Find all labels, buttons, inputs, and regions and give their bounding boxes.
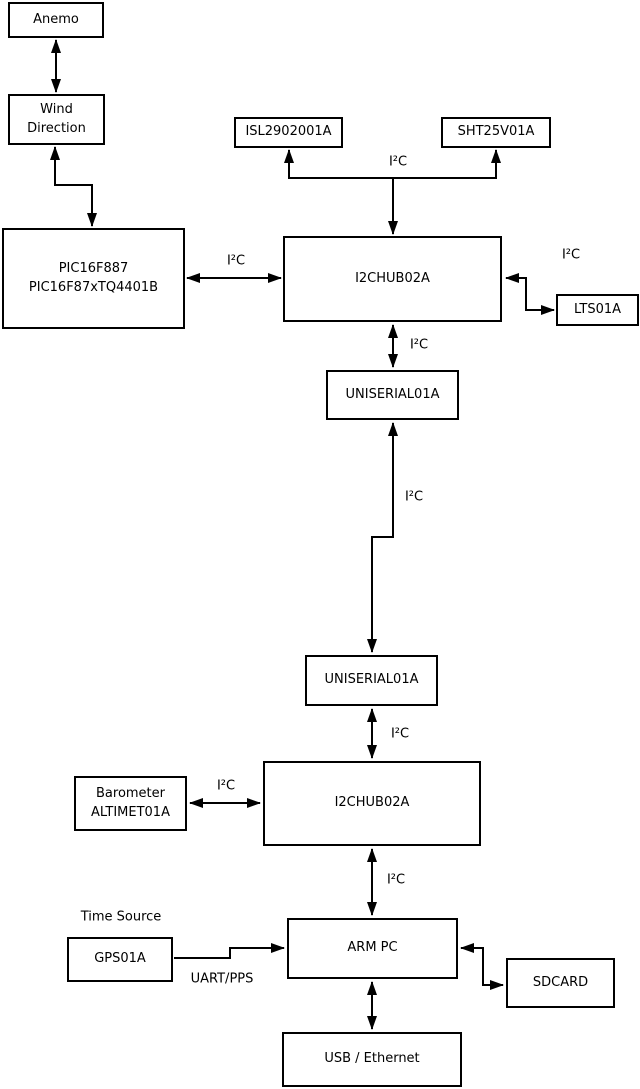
- edge-armpc-sdcard: [460, 943, 504, 990]
- edge-label-i2c-pic-hub: I²C: [226, 253, 246, 269]
- edge-label-i2c-uniserial-link: I²C: [404, 489, 424, 505]
- node-label: Anemo: [33, 11, 79, 27]
- node-label: GPS01A: [94, 951, 146, 967]
- node-label: ISL2902001A: [245, 124, 332, 140]
- edge-label-uart-pps: UART/PPS: [190, 971, 254, 987]
- edge-gps-armpc: [174, 943, 285, 959]
- node-gps01a: GPS01A: [67, 937, 173, 982]
- node-uniserial01a-top: UNISERIAL01A: [326, 370, 459, 420]
- node-label: UNISERIAL01A: [324, 672, 419, 688]
- node-label: Wind Direction: [27, 101, 86, 136]
- node-label: UNISERIAL01A: [345, 386, 440, 402]
- edge-label-i2c-sensors: I²C: [388, 154, 408, 170]
- edge-label-i2c-hub-armpc: I²C: [386, 872, 406, 888]
- node-label: ARM PC: [347, 940, 398, 956]
- edge-i2chubtop-lts: [505, 273, 555, 315]
- node-label: Barometer ALTIMET01A: [91, 785, 170, 820]
- node-barometer-altimet01a: Barometer ALTIMET01A: [74, 776, 187, 831]
- node-pic16f887: PIC16F887 PIC16F87xTQ4401B: [2, 228, 185, 329]
- node-lts01a: LTS01A: [556, 294, 639, 326]
- node-label: I2CHUB02A: [334, 795, 410, 811]
- edge-label-i2c-lts: I²C: [561, 247, 581, 263]
- node-label: I2CHUB02A: [355, 270, 430, 286]
- edge-label-i2c-uniserial-hub2: I²C: [390, 726, 410, 742]
- node-label: SDCARD: [532, 974, 589, 990]
- edge-label-time-source: Time Source: [80, 909, 162, 925]
- node-sht25v01a: SHT25V01A: [441, 117, 551, 148]
- node-isl2902001a: ISL2902001A: [234, 117, 343, 148]
- node-sdcard: SDCARD: [506, 958, 615, 1008]
- edge-winddirection-pic: [50, 146, 97, 227]
- edge-uniserialtop-uniserialbottom: [367, 422, 398, 653]
- node-label: LTS01A: [573, 301, 622, 317]
- edge-label-i2c-barometer: I²C: [216, 778, 236, 794]
- node-wind-direction: Wind Direction: [8, 94, 105, 145]
- node-i2chub02a-top: I2CHUB02A: [283, 236, 502, 322]
- node-i2chub02a-bottom: I2CHUB02A: [263, 761, 481, 846]
- node-label: SHT25V01A: [457, 124, 535, 140]
- node-uniserial01a-bottom: UNISERIAL01A: [305, 655, 438, 706]
- node-usb-ethernet: USB / Ethernet: [282, 1032, 462, 1087]
- node-arm-pc: ARM PC: [287, 918, 458, 979]
- node-label: PIC16F887 PIC16F87xTQ4401B: [28, 260, 159, 295]
- edge-label-i2c-hub-uniserial: I²C: [409, 337, 429, 353]
- node-anemo: Anemo: [8, 2, 104, 38]
- node-label: USB / Ethernet: [324, 1051, 420, 1067]
